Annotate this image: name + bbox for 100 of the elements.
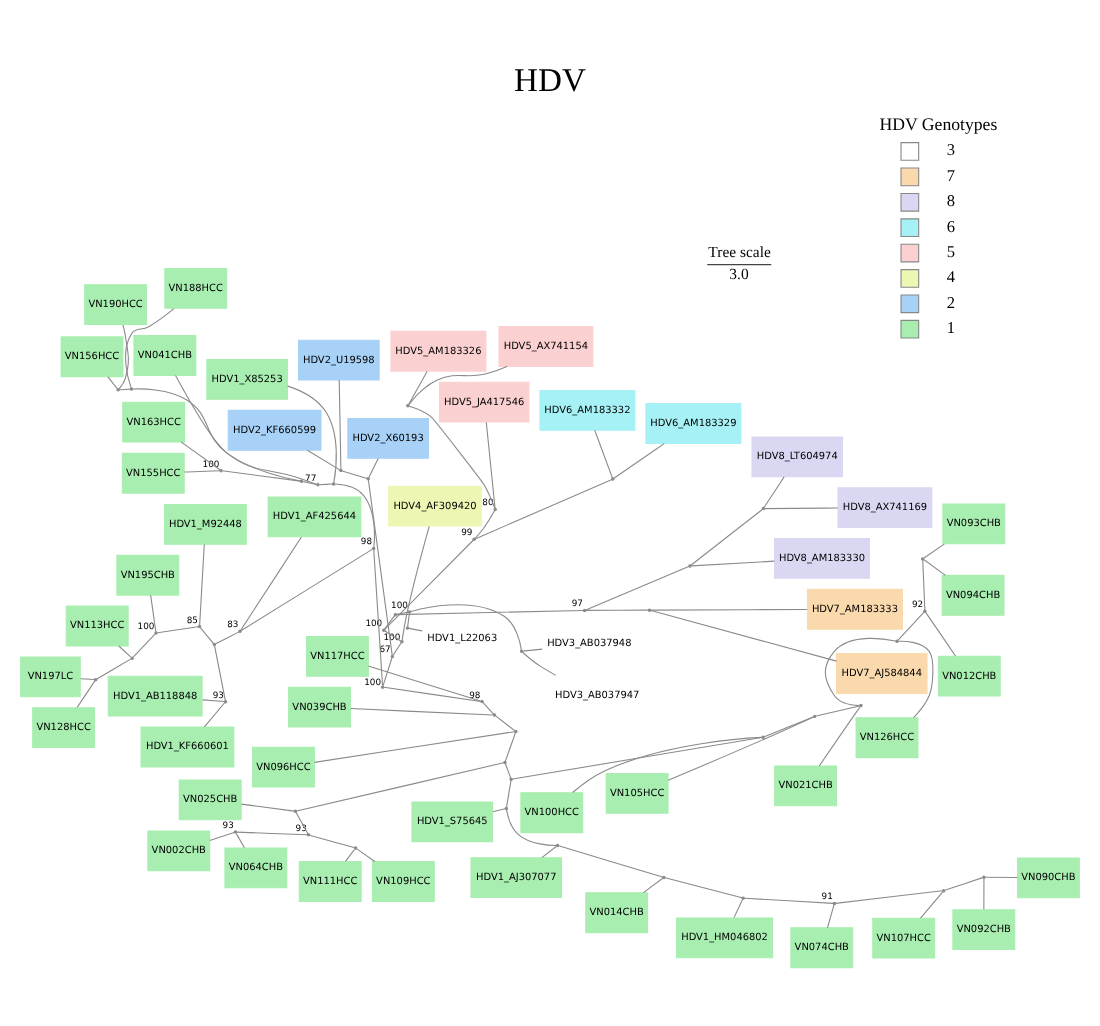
connector — [132, 632, 156, 657]
connector — [613, 442, 665, 478]
connector — [107, 375, 118, 388]
connector — [410, 603, 522, 650]
connector — [183, 469, 220, 472]
node-point — [662, 874, 666, 879]
node-point — [741, 895, 745, 899]
node-point — [407, 609, 412, 613]
connector — [408, 364, 508, 405]
legend-label: 2 — [946, 292, 956, 311]
connector — [199, 542, 205, 625]
connector — [350, 707, 494, 715]
connector — [156, 625, 199, 633]
node-point — [812, 713, 817, 718]
node-point — [647, 607, 652, 611]
node-point — [306, 832, 311, 836]
node-point — [212, 641, 217, 646]
connector — [733, 898, 743, 918]
node-point — [371, 545, 376, 550]
connector — [356, 847, 376, 861]
node-point — [380, 684, 385, 688]
node-point — [492, 712, 497, 716]
connector — [309, 833, 355, 848]
connector — [125, 307, 175, 388]
connector — [76, 679, 96, 708]
connector — [302, 480, 317, 484]
node-point — [982, 874, 986, 878]
node-point — [154, 630, 158, 634]
connector — [923, 542, 945, 558]
connector — [313, 730, 515, 762]
connector — [506, 808, 557, 845]
connector — [667, 715, 814, 780]
connector — [382, 656, 393, 686]
connector — [923, 558, 947, 575]
connector — [175, 374, 317, 484]
node-point — [519, 648, 524, 653]
connector — [368, 457, 379, 477]
legend-label: 6 — [946, 216, 956, 235]
label: 3.0 — [729, 264, 749, 283]
legend-label: 7 — [946, 165, 956, 184]
connector — [344, 847, 356, 861]
connector — [392, 641, 402, 655]
connector — [690, 559, 775, 566]
node-point — [942, 887, 946, 892]
node-point — [514, 728, 518, 733]
connector — [835, 889, 943, 903]
connector — [826, 903, 835, 928]
diagram-title: HDV — [514, 60, 586, 99]
connector — [585, 564, 690, 610]
connector — [338, 378, 342, 469]
connector — [367, 664, 481, 701]
connector — [985, 875, 1018, 878]
node-point — [93, 676, 98, 681]
connector — [150, 593, 157, 632]
node-point — [509, 776, 513, 781]
node-point — [129, 386, 134, 390]
connector — [132, 387, 301, 481]
node-point — [921, 556, 925, 560]
connector — [743, 896, 834, 903]
connector — [236, 830, 308, 835]
connector — [522, 647, 543, 651]
connector — [650, 609, 838, 661]
node-point — [366, 476, 370, 480]
node-point — [382, 627, 386, 631]
connector — [594, 428, 613, 478]
node-point — [390, 653, 395, 658]
connector — [287, 384, 337, 483]
node-point — [832, 900, 837, 905]
connector — [367, 478, 393, 655]
connector — [401, 524, 430, 640]
node-point — [611, 476, 615, 480]
node-point — [582, 607, 587, 612]
legend-label: 8 — [946, 191, 956, 210]
connector — [235, 832, 245, 848]
connector — [504, 762, 512, 778]
node-point — [859, 702, 863, 707]
node-point — [493, 506, 497, 511]
connector — [522, 650, 557, 675]
connector — [818, 705, 861, 766]
connector — [201, 698, 225, 702]
connector — [80, 677, 95, 680]
legend-label: 5 — [946, 241, 956, 260]
node-point — [353, 845, 358, 849]
node-point — [472, 536, 476, 541]
legend-label: 1 — [946, 318, 956, 337]
node-point — [223, 698, 228, 703]
connector — [506, 779, 512, 807]
legend-label: 3 — [946, 140, 956, 159]
node-point — [393, 611, 398, 616]
connector — [815, 704, 860, 716]
node-point — [238, 628, 242, 633]
connector — [203, 701, 226, 727]
node-point — [688, 563, 692, 567]
connector — [209, 830, 235, 841]
connector — [319, 482, 333, 485]
connector — [408, 626, 423, 631]
connector — [373, 548, 384, 686]
node-point — [331, 481, 336, 485]
connector — [96, 657, 132, 679]
node-point — [219, 467, 223, 472]
